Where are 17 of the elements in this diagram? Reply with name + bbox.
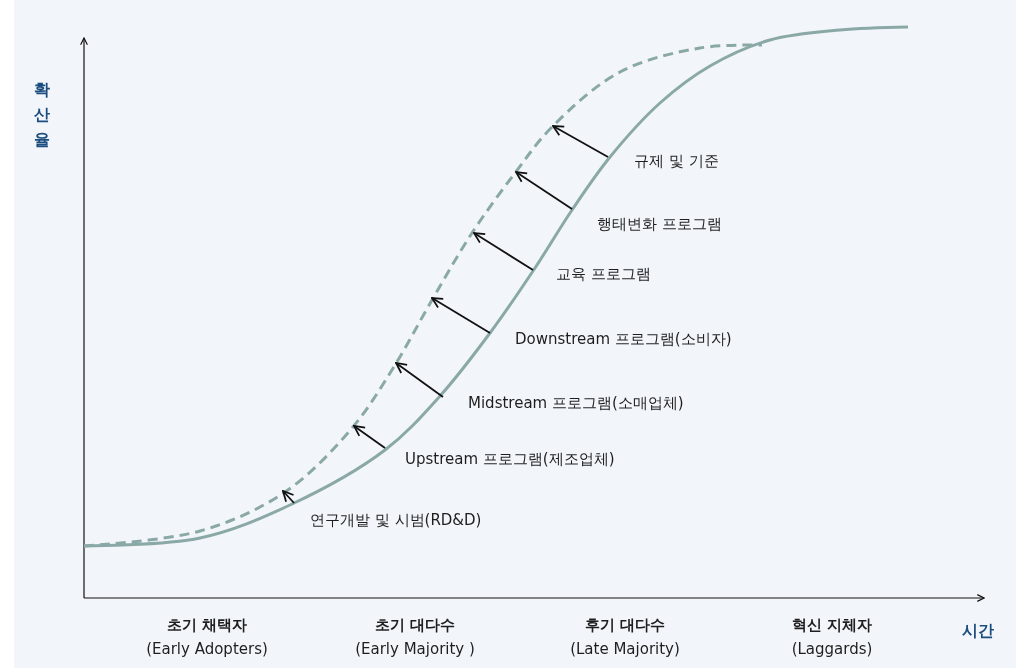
axis-label: 확산율 xyxy=(34,79,50,151)
annotation-label: Midstream 프로그램(소매업체) xyxy=(468,394,684,412)
category-label: 후기 대다수 xyxy=(584,616,666,634)
category-label: (Early Adopters) xyxy=(146,640,268,658)
category-label: 혁신 지체자 xyxy=(791,616,873,634)
annotation-label: 연구개발 및 시범(RD&D) xyxy=(310,511,482,529)
axis-label: 시간 xyxy=(962,621,994,641)
category-label: 초기 대다수 xyxy=(374,616,456,634)
annotation-label: 행태변화 프로그램 xyxy=(597,215,722,233)
category-label: (Laggards) xyxy=(791,640,873,658)
annotation-label: Downstream 프로그램(소비자) xyxy=(515,330,732,348)
category-label: (Late Majority) xyxy=(570,640,680,658)
category-label: (Early Majority ) xyxy=(355,640,475,658)
annotation-label: Upstream 프로그램(제조업체) xyxy=(405,450,615,468)
annotation-label: 규제 및 기준 xyxy=(634,152,719,170)
category-label: 초기 채택자 xyxy=(166,616,248,634)
annotation-label: 교육 프로그램 xyxy=(556,265,651,283)
